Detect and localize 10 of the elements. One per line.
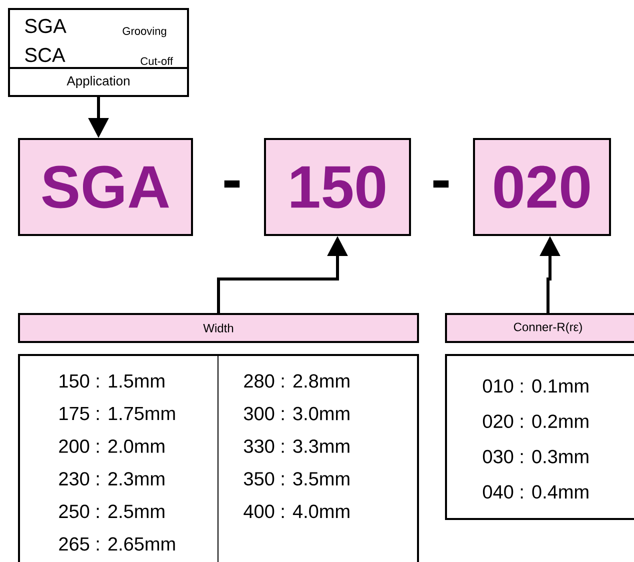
header-band: Conner-R(rε): [445, 313, 634, 343]
code-box: 020: [473, 138, 611, 236]
value-table: 150 : 1.5mm 175 : 1.75mm 200 : 2.0mm 230 : 2.3mm 250 : 2.5mm 265 : 2.65mm 280 : 2.8mm 300 : 3.0mm 330 : 3.3mm 350 : 3.5mm 400 : 4.0mm: [18, 354, 419, 562]
code-box: 150: [264, 138, 411, 236]
value-table: 010 : 0.1mm 020 : 0.2mm 030 : 0.3mm 040 : 0.4mm: [445, 354, 634, 520]
separator-dash: -: [224, 180, 240, 188]
header-band: Application: [8, 67, 189, 97]
code-box: SGA: [18, 138, 193, 236]
header-band: Width: [18, 313, 419, 343]
separator-dash: -: [433, 180, 449, 188]
